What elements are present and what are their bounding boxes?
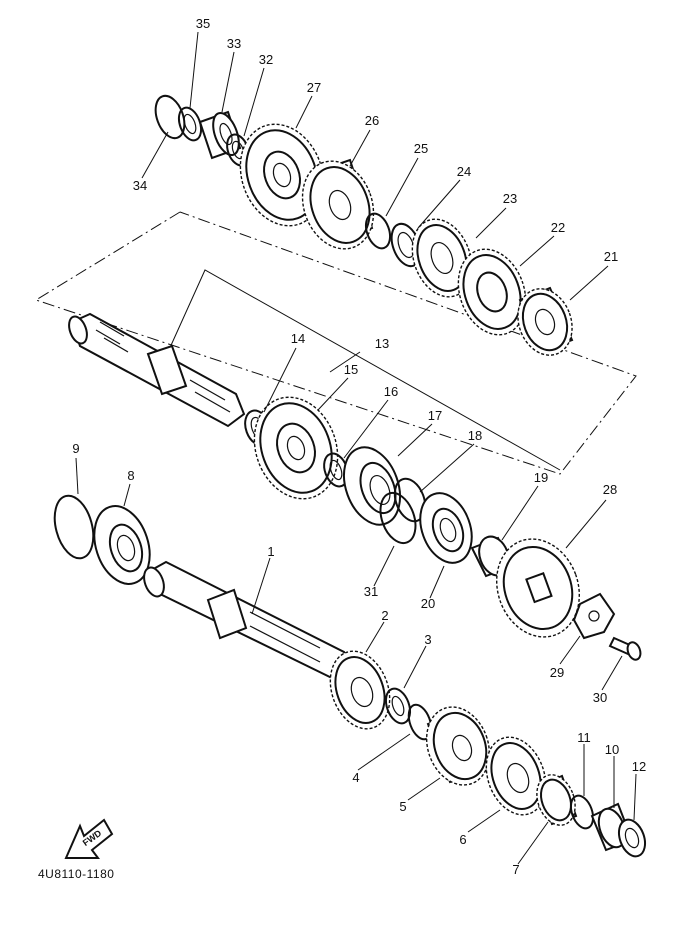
bearing-17 [342, 446, 402, 526]
bearing-8 [93, 505, 151, 585]
label-9: 9 [72, 441, 80, 456]
ring-31 [379, 491, 417, 545]
leader-13 [167, 269, 561, 471]
label-15: 15 [343, 362, 359, 377]
label-34: 34 [132, 178, 148, 193]
main-axle-13 [68, 312, 246, 428]
label-35: 35 [195, 16, 211, 31]
circlip-25 [364, 212, 392, 250]
label-14: 14 [290, 331, 306, 346]
label-25: 25 [413, 141, 429, 156]
drive-axle-1 [143, 560, 352, 682]
bolt-30 [608, 636, 642, 661]
label-28: 28 [602, 482, 618, 497]
label-19: 19 [533, 470, 549, 485]
label-21: 21 [603, 249, 619, 264]
label-7: 7 [512, 862, 520, 877]
label-20: 20 [420, 596, 436, 611]
label-24: 24 [456, 164, 472, 179]
label-33: 33 [226, 36, 242, 51]
label-17: 17 [427, 408, 443, 423]
label-26: 26 [364, 113, 380, 128]
label-32: 32 [258, 52, 274, 67]
diagram-code: 4U8110-1180 [38, 867, 115, 881]
label-1: 1 [267, 544, 275, 559]
bearing-20 [419, 492, 473, 564]
label-30: 30 [592, 690, 608, 705]
label-31: 31 [363, 584, 379, 599]
circlip-11 [569, 794, 595, 830]
label-6: 6 [459, 832, 467, 847]
label-10: 10 [604, 742, 620, 757]
lock-washer-29 [572, 592, 616, 640]
label-11: 11 [577, 730, 591, 745]
gear-7 [536, 774, 578, 826]
label-5: 5 [399, 799, 407, 814]
washer-35 [177, 106, 203, 142]
gear-21 [517, 286, 574, 356]
circlip-4 [407, 703, 433, 741]
label-2: 2 [381, 608, 389, 623]
label-13: 13 [374, 336, 390, 351]
circlip-34 [154, 94, 186, 140]
label-8: 8 [127, 468, 135, 483]
fwd-arrow-icon [64, 818, 114, 859]
leader-lines [75, 31, 637, 865]
label-29: 29 [549, 665, 565, 680]
label-18: 18 [467, 428, 483, 443]
circlip-9 [53, 494, 95, 560]
label-12: 12 [631, 759, 647, 774]
washer-12 [617, 818, 647, 858]
washer-3 [384, 687, 412, 725]
gear-15 [253, 396, 339, 500]
gear-23 [411, 218, 473, 298]
gear-26 [301, 158, 375, 250]
label-3: 3 [424, 632, 432, 647]
label-23: 23 [502, 191, 518, 206]
gear-22 [457, 248, 527, 336]
sprocket-28 [496, 538, 580, 638]
label-16: 16 [383, 384, 399, 399]
gear-5 [425, 706, 491, 786]
gear-2 [329, 650, 391, 730]
gear-6 [485, 736, 547, 816]
label-27: 27 [306, 80, 322, 95]
circlip-18 [393, 477, 427, 523]
label-22: 22 [550, 220, 566, 235]
label-4: 4 [352, 770, 360, 785]
